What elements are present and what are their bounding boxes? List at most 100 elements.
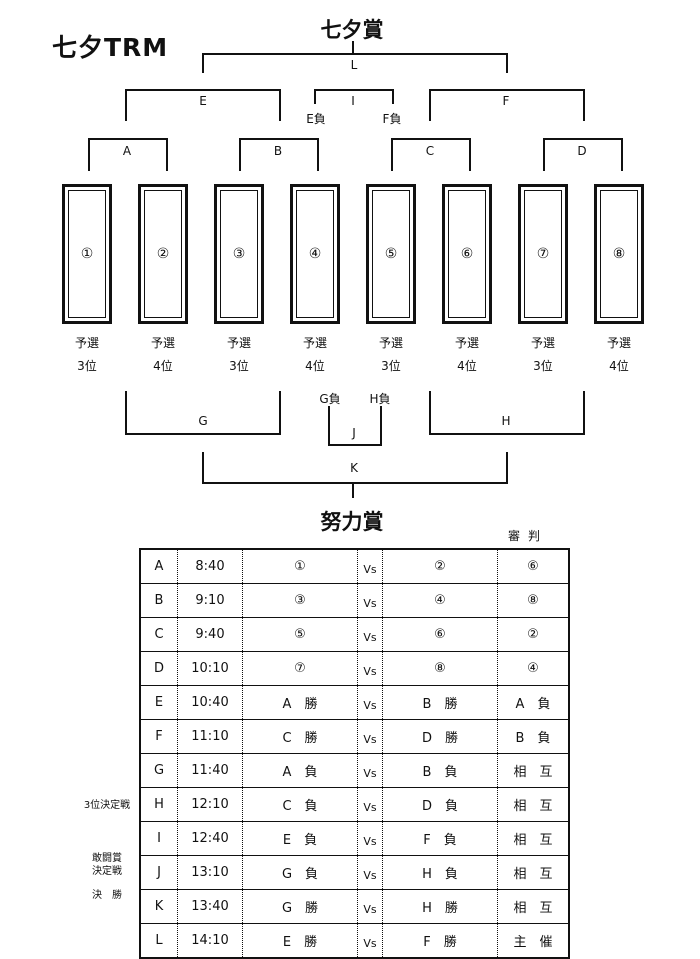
vs-cell: Vs (357, 787, 383, 822)
team1-cell: E 負 (242, 821, 358, 856)
team-rank-4: 予選 4位 (285, 332, 345, 378)
referee-cell: 主 催 (497, 923, 570, 959)
match-cell: A (139, 548, 178, 584)
row-note: 3位決定戦 (83, 799, 131, 811)
vs-cell: Vs (357, 685, 383, 720)
bracket-b (239, 138, 319, 171)
bracket-h (429, 391, 585, 435)
team-box-5: ⑤ (366, 184, 416, 324)
team1-cell: ⑤ (242, 617, 358, 652)
referee-cell: 相 互 (497, 889, 570, 924)
team-box-1: ① (62, 184, 112, 324)
team1-cell: ① (242, 548, 358, 584)
bracket-stem-l (352, 41, 354, 54)
rank-line2: 4位 (457, 359, 477, 373)
rank-line1: 予選 (530, 336, 555, 350)
match-cell: B (139, 583, 178, 618)
bracket-g (125, 391, 281, 435)
rank-line1: 予選 (226, 336, 251, 350)
referee-cell: ② (497, 617, 570, 652)
bottom-prize-title: 努力賞 (320, 510, 384, 534)
vs-cell: Vs (357, 719, 383, 754)
rank-line2: 4位 (609, 359, 629, 373)
team1-cell: C 負 (242, 787, 358, 822)
team2-cell: B 勝 (382, 685, 498, 720)
team-box-3: ③ (214, 184, 264, 324)
time-cell: 12:10 (177, 787, 243, 822)
vs-cell: Vs (357, 855, 383, 890)
referee-cell: 相 互 (497, 753, 570, 788)
team1-cell: ③ (242, 583, 358, 618)
referee-header: 審判 (508, 529, 549, 543)
bracket-label-l: L (350, 58, 358, 72)
team2-cell: F 負 (382, 821, 498, 856)
event-title: 七夕TRM (52, 33, 169, 62)
team2-cell: H 勝 (382, 889, 498, 924)
match-cell: L (139, 923, 178, 959)
team-seed-4: ④ (296, 190, 334, 318)
team-box-6: ⑥ (442, 184, 492, 324)
bracket-label-g: G (198, 414, 208, 428)
team-seed-2: ② (144, 190, 182, 318)
referee-cell: ⑥ (497, 548, 570, 584)
rank-line1: 予選 (454, 336, 479, 350)
team1-cell: G 負 (242, 855, 358, 890)
bracket-label-b: B (273, 144, 283, 158)
match-cell: C (139, 617, 178, 652)
team-box-8: ⑧ (594, 184, 644, 324)
bracket-label-j-right: H負 (369, 392, 391, 406)
referee-cell: A 負 (497, 685, 570, 720)
row-note: 敢闘賞 決定戦 (92, 853, 122, 877)
bracket-a (88, 138, 168, 171)
top-prize-title: 七夕賞 (320, 18, 384, 42)
vs-cell: Vs (357, 583, 383, 618)
match-cell: F (139, 719, 178, 754)
referee-cell: 相 互 (497, 821, 570, 856)
bracket-label-d: D (577, 144, 587, 158)
team-seed-5: ⑤ (372, 190, 410, 318)
vs-cell: Vs (357, 923, 383, 959)
bracket-label-f: F (502, 94, 510, 108)
time-cell: 10:10 (177, 651, 243, 686)
team2-cell: D 勝 (382, 719, 498, 754)
referee-cell: 相 互 (497, 855, 570, 890)
team1-cell: E 勝 (242, 923, 358, 959)
bracket-label-h: H (501, 414, 511, 428)
rank-line1: 予選 (74, 336, 99, 350)
bracket-label-i-right: F負 (382, 112, 402, 126)
rank-line2: 4位 (305, 359, 325, 373)
bracket-c (391, 138, 471, 171)
team2-cell: D 負 (382, 787, 498, 822)
match-cell: E (139, 685, 178, 720)
team-seed-3: ③ (220, 190, 258, 318)
vs-cell: Vs (357, 651, 383, 686)
match-cell: H (139, 787, 178, 822)
team1-cell: G 勝 (242, 889, 358, 924)
team2-cell: ⑧ (382, 651, 498, 686)
bracket-i (314, 89, 394, 104)
row-note: 決 勝 (92, 889, 122, 901)
bracket-label-j: J (352, 426, 356, 440)
time-cell: 13:40 (177, 889, 243, 924)
match-cell: I (139, 821, 178, 856)
referee-cell: ⑧ (497, 583, 570, 618)
team-box-4: ④ (290, 184, 340, 324)
team2-cell: ② (382, 548, 498, 584)
rank-line1: 予選 (378, 336, 403, 350)
team1-cell: ⑦ (242, 651, 358, 686)
bracket-stem-k (352, 482, 354, 498)
referee-cell: ④ (497, 651, 570, 686)
rank-line1: 予選 (302, 336, 327, 350)
referee-cell: B 負 (497, 719, 570, 754)
team-rank-6: 予選 4位 (437, 332, 497, 378)
